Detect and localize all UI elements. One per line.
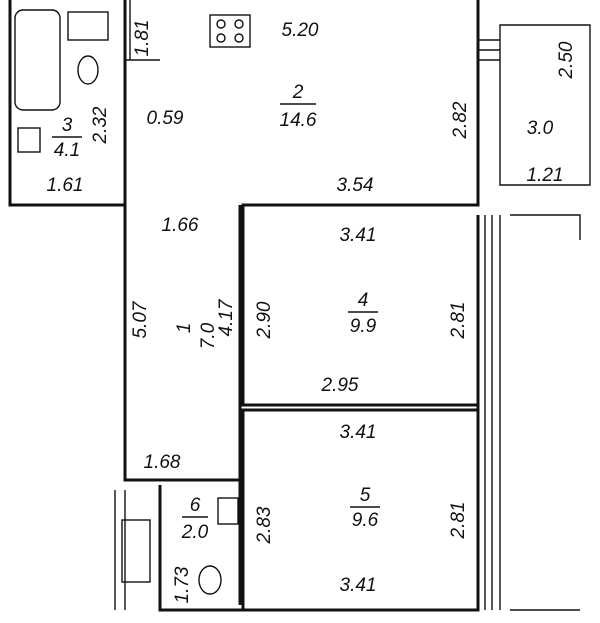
dim-r5-right: 2.81 xyxy=(448,502,469,540)
room-number: 4 xyxy=(358,290,369,311)
shower-icon xyxy=(121,519,151,583)
dim-r3-side: 2.32 xyxy=(90,106,111,144)
dim-r1-top: 1.66 xyxy=(162,215,199,236)
room-area: 7.0 xyxy=(198,322,219,349)
dim-r4-bottom: 2.95 xyxy=(321,375,359,396)
dim-r2-right: 2.82 xyxy=(450,101,471,139)
dim-r1-right: 4.17 xyxy=(216,298,237,336)
fixtures xyxy=(14,9,251,595)
room-area: 4.1 xyxy=(54,140,80,161)
dim-r2-bottom: 3.54 xyxy=(337,175,374,196)
room-area: 9.9 xyxy=(350,316,377,337)
dim-r3-top: 1.81 xyxy=(132,20,153,57)
dim-r2-top: 5.20 xyxy=(282,20,319,41)
room-number: 2 xyxy=(292,82,304,103)
room-number: 5 xyxy=(360,485,371,506)
room-number: 6 xyxy=(190,495,201,516)
dim-r3-bottom: 1.61 xyxy=(47,175,84,196)
dim-r4-top: 3.41 xyxy=(340,225,377,246)
dim-r6-side: 1.73 xyxy=(172,566,193,603)
sink-icon xyxy=(217,497,239,525)
dim-r1-left: 5.07 xyxy=(130,300,151,338)
sink-icon xyxy=(67,11,109,41)
room-area: 9.6 xyxy=(352,510,379,531)
room-area: 14.6 xyxy=(280,110,317,131)
bathtub-icon xyxy=(14,9,61,111)
dim-r5-top: 3.41 xyxy=(340,422,377,443)
toilet-icon xyxy=(198,565,222,595)
dim-r1-bottom: 1.68 xyxy=(144,452,181,473)
stove-icon xyxy=(209,14,251,48)
dim-r5-bottom: 3.41 xyxy=(340,575,377,596)
dim-r4-left: 2.90 xyxy=(254,301,275,339)
room-area: 2.0 xyxy=(181,522,209,543)
dim-balcony-side: 2.50 xyxy=(556,41,577,79)
walls xyxy=(8,0,591,612)
room-number: 1 xyxy=(174,323,195,334)
dim-r4-right: 2.81 xyxy=(448,302,469,340)
balcony-area: 3.0 xyxy=(527,118,554,139)
dim-balcony-bottom: 1.21 xyxy=(527,165,564,186)
sink-icon xyxy=(17,127,41,153)
room-number: 3 xyxy=(62,115,73,136)
dim-r2-door: 0.59 xyxy=(147,108,184,129)
dim-r5-left: 2.83 xyxy=(254,506,275,544)
toilet-icon xyxy=(77,55,99,85)
